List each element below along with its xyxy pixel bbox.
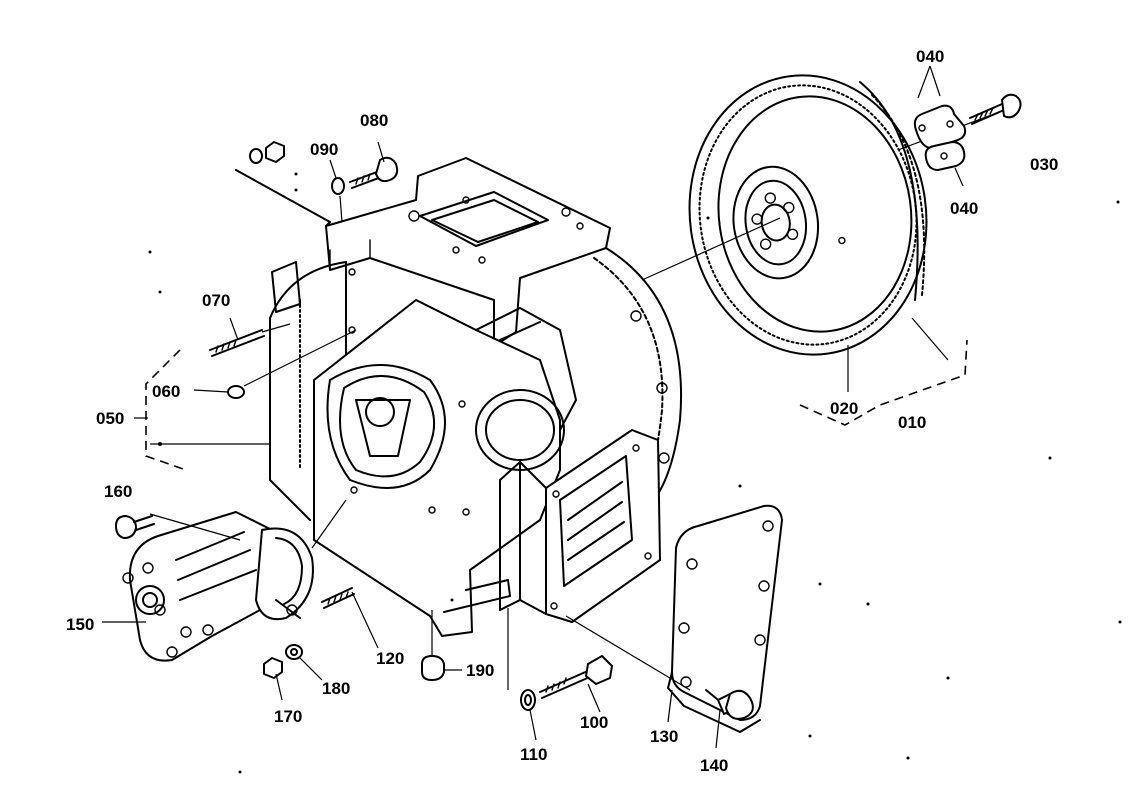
callout-170: 170 <box>274 707 302 726</box>
callout-160: 160 <box>104 482 132 501</box>
cover-housing <box>499 429 661 623</box>
callout-030: 030 <box>1030 155 1058 174</box>
assembly-bracket-010 <box>799 339 968 426</box>
callout-040-lower: 040 <box>950 199 978 218</box>
housing-washer <box>329 159 345 195</box>
callout-080: 080 <box>360 111 388 130</box>
callout-180: 180 <box>322 679 350 698</box>
callout-040-upper: 040 <box>916 47 944 66</box>
cover-washer <box>520 689 537 741</box>
callout-020: 020 <box>830 399 858 418</box>
dowel-stud <box>209 317 291 357</box>
starter-mount-line <box>311 499 347 549</box>
callout-100: 100 <box>580 713 608 732</box>
callout-140: 140 <box>700 756 728 775</box>
callout-090: 090 <box>310 140 338 159</box>
assembly-bracket-050 <box>145 349 187 471</box>
housing-bolt <box>349 141 399 189</box>
starter-motor <box>122 511 314 662</box>
callout-010: 010 <box>898 413 926 432</box>
cover-bolt <box>507 608 613 713</box>
dowel-pin <box>193 329 357 399</box>
starter-bolt <box>115 513 241 541</box>
callout-120: 120 <box>376 649 404 668</box>
starter-stud <box>321 587 379 649</box>
housing-plug <box>421 610 462 681</box>
callout-060: 060 <box>152 382 180 401</box>
flywheel-housing <box>269 157 682 637</box>
callout-150: 150 <box>66 615 94 634</box>
stud-washer <box>285 644 323 681</box>
drain-plug <box>705 689 754 720</box>
cover-plate <box>667 504 783 733</box>
scan-specks <box>148 172 1122 774</box>
callout-130: 130 <box>650 727 678 746</box>
callout-110: 110 <box>520 745 547 764</box>
cover-plate-leader <box>565 615 691 691</box>
flywheel-center-line <box>641 217 781 281</box>
callout-190: 190 <box>466 661 494 680</box>
housing-nut <box>235 141 331 227</box>
flywheel-ring-gear <box>688 74 928 356</box>
callout-050: 050 <box>96 409 124 428</box>
stud-nut <box>263 657 283 701</box>
lock-washer-upper <box>913 104 967 150</box>
callout-070: 070 <box>202 291 230 310</box>
lock-washer-lower <box>924 141 966 171</box>
